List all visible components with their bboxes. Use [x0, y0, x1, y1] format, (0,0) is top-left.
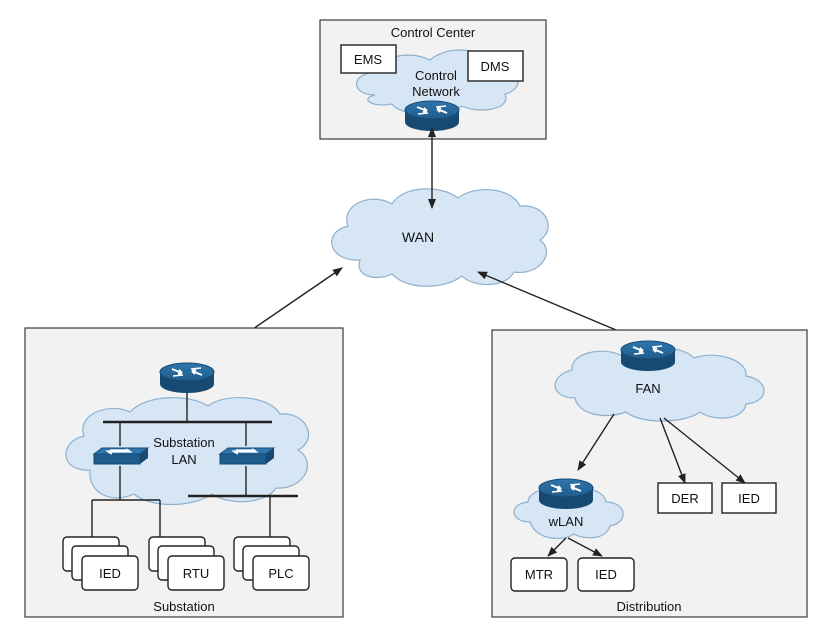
- control-center-zone: Control Center EMS DMS Control Network: [319, 19, 547, 140]
- ied-box[interactable]: [721, 482, 777, 514]
- router-icon: [620, 340, 676, 372]
- router-icon: [159, 362, 215, 394]
- rtu-device-stack[interactable]: RTU: [148, 536, 225, 591]
- ems-box[interactable]: [340, 44, 397, 74]
- fan-cloud: [554, 346, 765, 422]
- distribution-zone: Distribution FAN DER IED wLAN MTR IED: [491, 329, 808, 618]
- router-icon: [404, 100, 460, 132]
- fan-der-link: [659, 417, 686, 484]
- dms-box[interactable]: [467, 50, 524, 82]
- switch-icon: [219, 447, 275, 465]
- plc-device-stack[interactable]: PLC: [233, 536, 310, 591]
- plc-label: PLC: [268, 566, 293, 581]
- ied-device-stack[interactable]: IED: [62, 536, 139, 591]
- substation-lan-label-line2: LAN: [171, 452, 196, 467]
- substation-lan-cloud: [65, 396, 310, 506]
- wlan-label: wLAN: [548, 514, 584, 529]
- fan-wlan-link: [577, 413, 615, 471]
- control-network-label-line2: Network: [412, 84, 460, 99]
- rtu-label: RTU: [183, 566, 209, 581]
- ied-label: IED: [738, 491, 760, 506]
- der-box[interactable]: [657, 482, 713, 514]
- ied-label: IED: [99, 566, 121, 581]
- mtr-label: MTR: [525, 567, 553, 582]
- wan-label: WAN: [402, 229, 434, 245]
- substation-title: Substation: [153, 599, 214, 614]
- switch-icon: [93, 447, 149, 465]
- distribution-title: Distribution: [616, 599, 681, 614]
- dms-label: DMS: [481, 59, 510, 74]
- substation-lan-label-line1: Substation: [153, 435, 214, 450]
- wlan-ied-link: [567, 537, 603, 557]
- fan-label: FAN: [635, 381, 660, 396]
- wlan-ied-label: IED: [595, 567, 617, 582]
- der-label: DER: [671, 491, 698, 506]
- substation-zone: Substation Substation LAN IED: [24, 327, 344, 618]
- ems-label: EMS: [354, 52, 383, 67]
- router-icon: [538, 478, 594, 510]
- mtr-box[interactable]: [510, 557, 568, 592]
- wan-cloud-group: WAN: [331, 188, 549, 287]
- control-center-title: Control Center: [391, 25, 476, 40]
- wan-cloud: [331, 188, 549, 287]
- wlan-mtr-link: [547, 537, 567, 557]
- control-network-label-line1: Control: [415, 68, 457, 83]
- wlan-ied-box[interactable]: [577, 557, 635, 592]
- fan-ied-link: [663, 417, 746, 484]
